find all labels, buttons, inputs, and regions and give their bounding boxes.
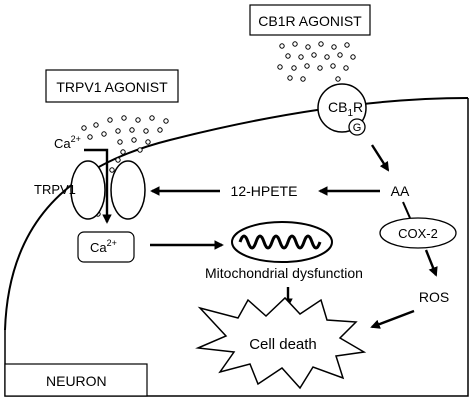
mitochondrion — [231, 221, 333, 263]
cb1r-agonist-molecules — [277, 41, 356, 82]
cell-membrane — [4, 97, 469, 331]
cox2-enzyme — [379, 217, 457, 249]
aa-to-cox2-line — [402, 201, 411, 219]
cell-death-label: Cell death — [249, 336, 317, 353]
ca-box-label: Ca2+ — [90, 238, 117, 255]
mito-dysfunction-label: Mitochondrial dysfunction — [205, 265, 363, 281]
cox2-to-ros-arrow — [424, 249, 438, 277]
ros-to-death-arrow — [370, 309, 415, 329]
trpv1-agonist-molecules — [81, 115, 169, 217]
neuron-label: NEURON — [46, 373, 107, 389]
ca-entry-label: Ca2+ — [54, 134, 81, 151]
trpv1-channel-right — [110, 160, 146, 220]
trpv1-channel-left — [70, 160, 106, 220]
trpv1-agonist-label: TRPV1 AGONIST — [56, 79, 168, 95]
cox2-label: COX-2 — [398, 226, 438, 241]
ca-box — [77, 231, 135, 263]
trpv1-label: TRPV1 — [34, 182, 76, 197]
neuron-box — [4, 363, 148, 397]
trpv1-agonist-box — [45, 69, 179, 103]
g-protein-label: G — [353, 122, 362, 134]
g-to-aa-arrow — [370, 144, 390, 172]
cb1r-agonist-box — [249, 4, 371, 36]
aa-label: AA — [391, 183, 410, 199]
cb1r-label: CB1R — [328, 99, 363, 119]
cb1r-agonist-label: CB1R AGONIST — [258, 13, 362, 29]
mitochondrion-cristae — [238, 234, 322, 250]
hpete-label: 12-HPETE — [231, 183, 298, 199]
ca-entry-arrow — [84, 148, 112, 224]
cell-death-burst — [195, 296, 367, 390]
g-protein — [348, 118, 366, 136]
ros-label: ROS — [419, 289, 449, 305]
neuron-frame — [4, 98, 469, 397]
